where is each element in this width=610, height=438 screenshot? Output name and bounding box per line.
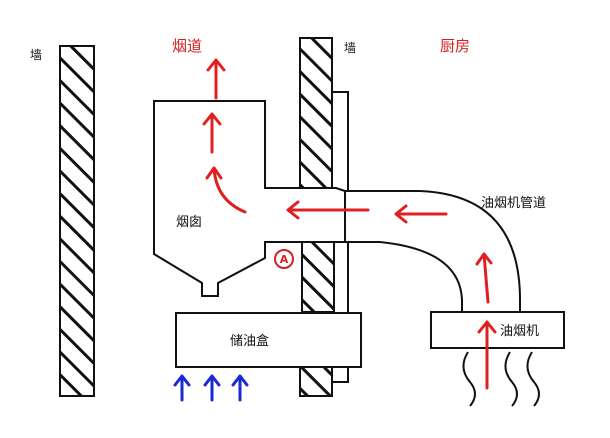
- label-wall-right: 墙: [344, 41, 356, 55]
- label-range-hood: 油烟机: [500, 324, 539, 339]
- left-wall: [59, 45, 95, 397]
- smoke-lines: [462, 351, 540, 407]
- hood-duct-outer: [345, 190, 521, 312]
- label-wall-left: 墙: [30, 48, 42, 62]
- arrow-duct-rise: [475, 252, 493, 304]
- arrow-chimney-turn: [205, 166, 247, 214]
- arrow-blue-3: [231, 374, 249, 402]
- chimney-body: [153, 100, 346, 297]
- marker-label: A: [280, 253, 289, 266]
- marker-circle: [274, 249, 294, 269]
- wall-facing-plate: [332, 91, 349, 383]
- arrow-duct-entry: [394, 204, 448, 224]
- right-wall-lower: [301, 241, 335, 313]
- label-oil-box: 储油盒: [230, 333, 269, 349]
- label-kitchen: 厨房: [440, 37, 470, 55]
- label-chimney: 烟囱: [176, 215, 202, 230]
- arrow-flue-out: [206, 58, 226, 100]
- range-hood-body: [430, 311, 565, 349]
- right-wall-base: [299, 365, 333, 397]
- hood-duct-inner: [345, 241, 463, 312]
- oil-box: [175, 312, 362, 368]
- arrow-chimney-up: [202, 112, 222, 154]
- label-flue: 烟道: [172, 37, 202, 55]
- arrow-duct-left: [286, 200, 370, 220]
- label-hood-duct: 油烟机管道: [481, 196, 546, 211]
- arrow-hood-up: [477, 320, 497, 390]
- arrow-blue-1: [173, 374, 191, 402]
- arrow-blue-2: [203, 374, 221, 402]
- right-wall-upper: [299, 37, 333, 192]
- flow-arrows-red: [202, 58, 497, 390]
- flow-arrows-blue: [173, 374, 249, 402]
